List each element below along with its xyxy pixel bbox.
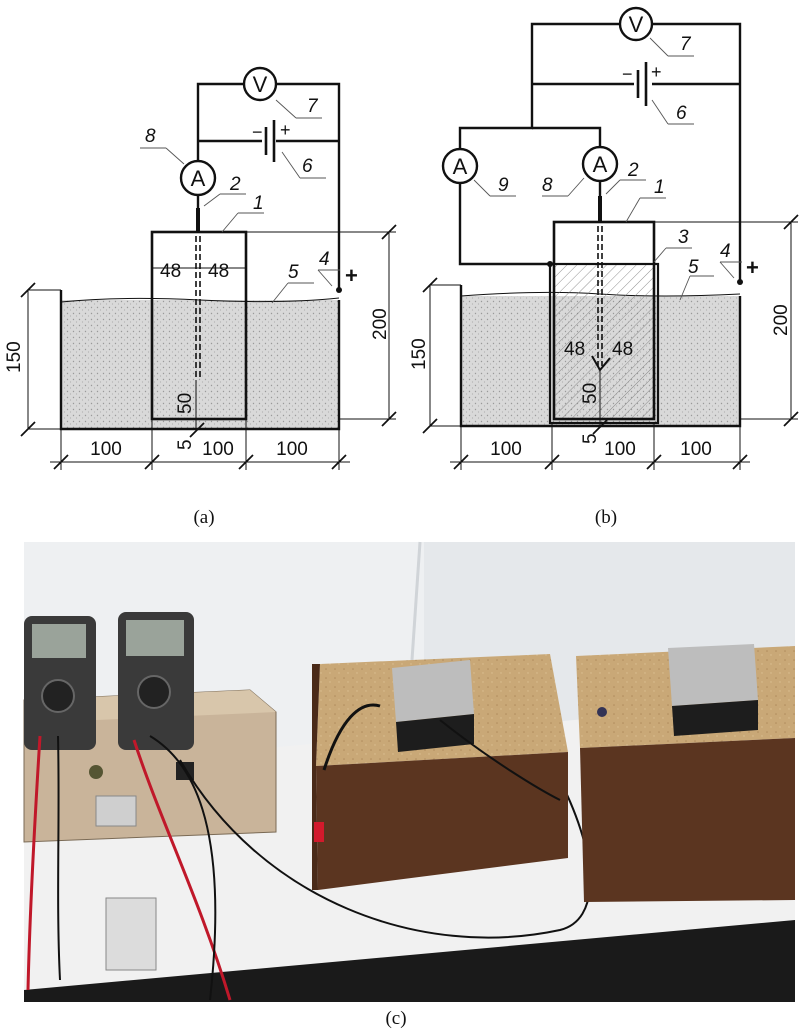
label-4: 4 bbox=[720, 241, 731, 262]
panel-c-photo: (c) bbox=[23, 541, 795, 1029]
panel-b: − + V A A + 7 6 9 8 2 1 3 5 4 48 48 50 bbox=[409, 6, 799, 528]
label-2: 2 bbox=[627, 160, 639, 181]
specimen bbox=[552, 220, 656, 421]
label-4: 4 bbox=[319, 249, 330, 270]
label-2: 2 bbox=[229, 174, 241, 195]
photo-specimen-1 bbox=[392, 660, 474, 722]
label-3: 3 bbox=[678, 227, 689, 248]
caption-a: (a) bbox=[193, 507, 214, 528]
label-8: 8 bbox=[145, 126, 156, 147]
dim-50: 50 bbox=[175, 393, 196, 414]
voltmeter-symbol: V bbox=[629, 12, 644, 37]
photo-specimen-2 bbox=[668, 644, 758, 706]
dim-200: 200 bbox=[370, 308, 391, 340]
wire-right bbox=[276, 82, 341, 288]
tank-outline bbox=[59, 290, 341, 431]
ammeter-symbol: A bbox=[191, 166, 206, 191]
label-8: 8 bbox=[542, 175, 553, 196]
dim-100-left: 100 bbox=[490, 439, 522, 460]
ammeter-rebar-symbol: A bbox=[593, 152, 608, 177]
dim-48-right: 48 bbox=[208, 261, 229, 282]
dim-48-left: 48 bbox=[564, 339, 585, 360]
voltmeter-symbol: V bbox=[253, 72, 268, 97]
ammeter-sheath bbox=[441, 147, 479, 185]
svg-text:−: − bbox=[252, 122, 263, 142]
label-7: 7 bbox=[307, 96, 319, 117]
ammeter-sheath-symbol: A bbox=[453, 154, 468, 179]
dim-150: 150 bbox=[4, 341, 25, 373]
photo-multimeter-1 bbox=[24, 616, 96, 750]
label-6: 6 bbox=[676, 103, 687, 124]
dim-100-left: 100 bbox=[90, 439, 122, 460]
label-1: 1 bbox=[654, 177, 665, 198]
label-5: 5 bbox=[688, 257, 699, 278]
dim-5: 5 bbox=[580, 433, 601, 444]
dim-48-right: 48 bbox=[612, 339, 633, 360]
dim-5: 5 bbox=[175, 439, 196, 450]
dim-200: 200 bbox=[771, 304, 792, 336]
dim-100-mid: 100 bbox=[604, 439, 636, 460]
anode-plus: + bbox=[746, 255, 759, 280]
svg-text:−: − bbox=[622, 64, 633, 84]
photo-sand-box-2 bbox=[576, 644, 795, 902]
label-5: 5 bbox=[288, 262, 299, 283]
label-9: 9 bbox=[498, 175, 509, 196]
dim-100-right: 100 bbox=[276, 439, 308, 460]
label-6: 6 bbox=[302, 156, 313, 177]
dim-100-right: 100 bbox=[680, 439, 712, 460]
wire-top bbox=[530, 22, 620, 84]
photo-sand-box-1 bbox=[312, 654, 568, 890]
coating-hatch bbox=[554, 264, 654, 419]
wire-left bbox=[196, 82, 244, 160]
caption-b: (b) bbox=[595, 507, 617, 528]
dim-150: 150 bbox=[409, 338, 430, 370]
label-1: 1 bbox=[253, 193, 264, 214]
anode-plus: + bbox=[345, 263, 358, 288]
dim-100-mid: 100 bbox=[202, 439, 234, 460]
voltmeter bbox=[242, 66, 278, 102]
caption-c: (c) bbox=[385, 1008, 406, 1029]
photo-multimeter-2 bbox=[118, 612, 194, 750]
photo-breaker bbox=[105, 897, 157, 971]
panel-a: − + V A + 7 6 8 2 1 5 4 48 48 50 5 bbox=[4, 66, 397, 528]
svg-text:+: + bbox=[280, 120, 291, 140]
voltmeter bbox=[618, 6, 654, 42]
svg-text:+: + bbox=[651, 62, 662, 82]
dim-48-left: 48 bbox=[160, 261, 181, 282]
dim-50: 50 bbox=[580, 383, 601, 404]
label-7: 7 bbox=[680, 34, 692, 55]
